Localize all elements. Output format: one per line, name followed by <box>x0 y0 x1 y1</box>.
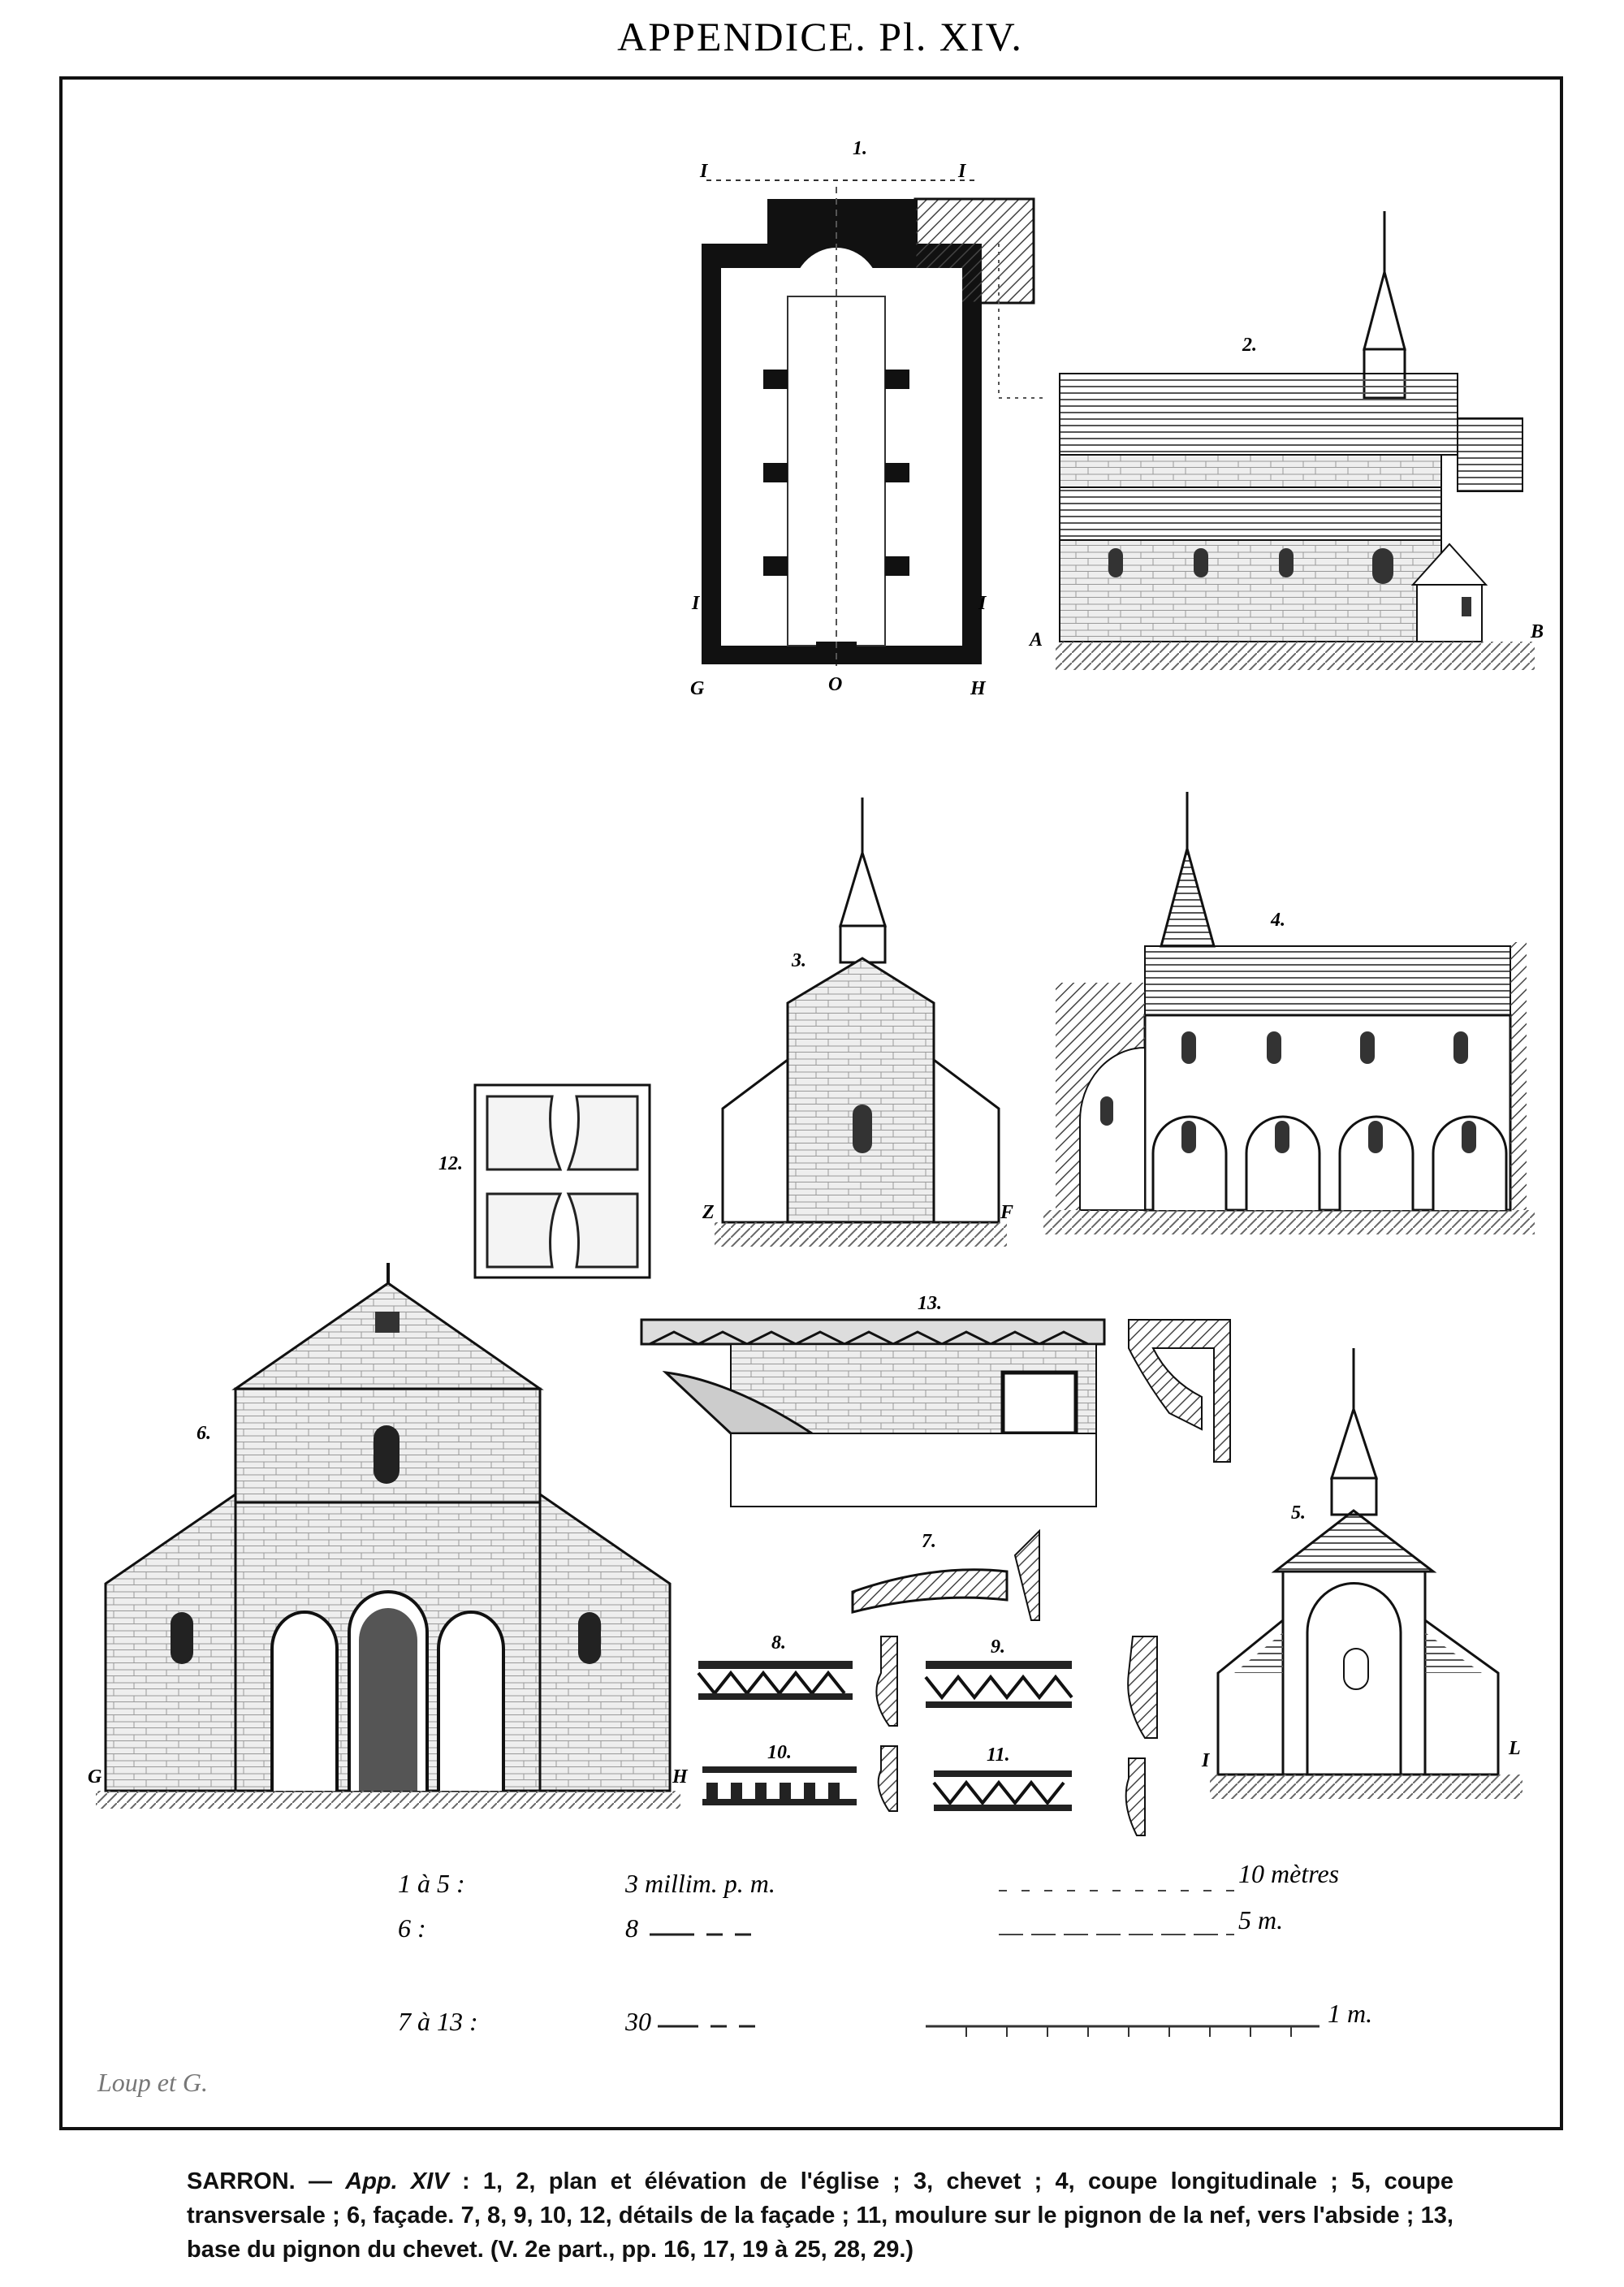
scale-ratio: 30 <box>624 2007 651 2036</box>
figure-1-plan: 1. I I I I G O H <box>690 138 1047 699</box>
facade-mark: H <box>672 1766 689 1788</box>
scale-ratio: 3 millim. p. m. <box>624 1869 775 1898</box>
plan-mark: O <box>828 674 842 695</box>
scale-end-label: 5 m. <box>1238 1905 1283 1935</box>
plan-mark: I <box>978 593 987 614</box>
figure-2-label: 2. <box>1242 335 1257 356</box>
section-mark: I <box>1201 1750 1211 1771</box>
section-mark: F <box>1000 1202 1013 1223</box>
figure-11-label: 11. <box>987 1744 1010 1766</box>
plan-mark: I <box>699 161 709 182</box>
figure-7-detail: 7. <box>851 1528 1040 1621</box>
scale-figures: 6 : <box>398 1913 426 1943</box>
figure-8-detail: 8. <box>697 1632 898 1727</box>
figure-7-label: 7. <box>922 1531 936 1552</box>
figure-5-transverse-section: 5. I L <box>1201 1348 1522 1799</box>
engraver-signature: Loup et G. <box>97 2068 208 2097</box>
figure-12-label: 12. <box>438 1153 463 1174</box>
figure-4-label: 4. <box>1270 910 1285 931</box>
plate-frame <box>59 76 1563 2130</box>
section-mark: Z <box>702 1202 715 1223</box>
figure-3-label: 3. <box>791 950 806 971</box>
figure-2-elevation: 2. A B <box>1028 211 1544 670</box>
figure-9-label: 9. <box>991 1636 1005 1658</box>
figure-10-label: 10. <box>767 1742 792 1763</box>
caption-place: SARRON. — <box>187 2168 332 2194</box>
elevation-mark: A <box>1028 629 1043 651</box>
caption-reference: App. XIV <box>345 2168 449 2194</box>
plate-title: APPENDICE. Pl. XIV. <box>617 14 1023 59</box>
section-mark: L <box>1508 1738 1521 1759</box>
caption-text: : 1, 2, plan et élévation de l'église ; … <box>187 2168 1454 2263</box>
figure-13-gable-base: 13. <box>640 1293 1231 1507</box>
plan-mark: G <box>690 678 705 699</box>
elevation-mark: B <box>1530 621 1544 642</box>
scale-figures: 1 à 5 : <box>398 1869 465 1898</box>
figure-6-facade: 6. G H <box>88 1263 689 1809</box>
scale-row-2: 6 : 8 5 m. <box>398 1905 1283 1943</box>
scale-end-label: 10 mètres <box>1238 1859 1339 1888</box>
scale-figures: 7 à 13 : <box>398 2007 478 2036</box>
figure-4-longitudinal-section: 4. <box>1043 792 1535 1234</box>
scale-row-1: 1 à 5 : 3 millim. p. m. 10 mètres <box>398 1859 1339 1898</box>
figure-9-detail: 9. <box>924 1636 1158 1739</box>
plan-mark: I <box>957 161 967 182</box>
plan-mark: H <box>970 678 987 699</box>
scale-end-label: 1 m. <box>1328 1999 1372 2028</box>
figure-12-detail: 12. <box>438 1083 651 1279</box>
figure-8-label: 8. <box>771 1632 786 1654</box>
plate-caption: SARRON. — App. XIV : 1, 2, plan et éléva… <box>187 2164 1453 2267</box>
scale-row-3: 7 à 13 : 30 1 m. <box>398 1999 1372 2037</box>
figure-13-label: 13. <box>918 1293 942 1314</box>
figure-3-chevet: 3. Z F <box>702 798 1013 1247</box>
plan-mark: I <box>691 593 701 614</box>
figure-1-label: 1. <box>853 138 867 159</box>
facade-mark: G <box>88 1766 102 1788</box>
figure-10-detail: 10. <box>702 1742 898 1812</box>
figure-6-label: 6. <box>197 1423 211 1444</box>
figure-11-detail: 11. <box>932 1744 1146 1836</box>
figure-5-label: 5. <box>1291 1502 1306 1524</box>
scale-ratio: 8 <box>625 1913 638 1943</box>
